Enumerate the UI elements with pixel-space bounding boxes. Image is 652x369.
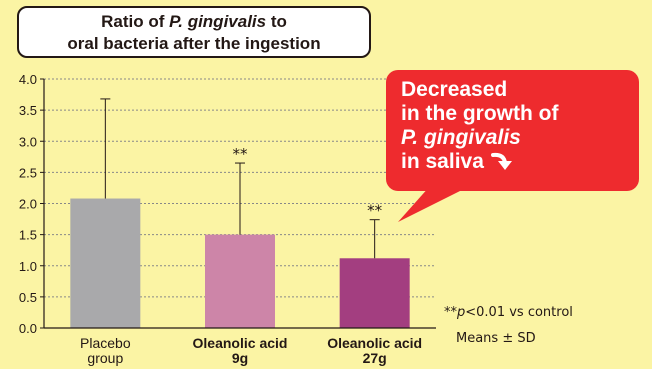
bar <box>339 258 410 328</box>
significance-note: **p<0.01 vs control <box>444 305 573 320</box>
bar <box>205 234 275 328</box>
significance-mark: ** <box>367 202 383 220</box>
callout-box: Decreased in the growth of P. gingivalis… <box>386 70 639 191</box>
x-category-line: Oleanolic acid <box>192 335 288 351</box>
title-line1-prefix: Ratio of <box>101 12 170 31</box>
means-sd-note: Means ± SD <box>456 331 536 346</box>
callout-line4-text: in saliva <box>401 150 484 173</box>
x-category-line: 9g <box>231 350 249 366</box>
callout-line3: P. gingivalis <box>401 126 521 149</box>
bar <box>70 198 141 328</box>
x-category-line: 27g <box>362 350 387 366</box>
title-line1-italic: P. gingivalis <box>169 12 267 31</box>
y-tick-label: 2.0 <box>19 197 37 212</box>
chart-title: Ratio of P. gingivalis to oral bacteria … <box>17 6 371 58</box>
y-tick-label: 1.0 <box>19 259 37 274</box>
significance-prefix: ** <box>444 305 457 320</box>
callout-line4: in saliva <box>401 150 639 174</box>
y-tick-label: 4.0 <box>19 72 37 87</box>
y-tick-label: 2.5 <box>19 165 37 180</box>
significance-mark: ** <box>233 145 249 163</box>
significance-p: p <box>457 305 466 320</box>
x-category-line: Placebo <box>80 335 131 351</box>
callout-line2: in the growth of <box>401 102 559 125</box>
x-category-line: group <box>87 350 124 366</box>
y-tick-label: 0.0 <box>19 321 37 336</box>
significance-suffix: <0.01 vs control <box>465 305 573 320</box>
y-tick-label: 0.5 <box>19 290 37 305</box>
x-category-line: Oleanolic acid <box>327 335 423 351</box>
callout-line1: Decreased <box>401 78 508 101</box>
y-tick-label: 1.5 <box>19 228 37 243</box>
title-line2: oral bacteria after the ingestion <box>67 34 321 53</box>
title-line1-suffix: to <box>266 12 287 31</box>
curved-down-arrow-icon <box>490 152 512 170</box>
y-tick-label: 3.0 <box>19 134 37 149</box>
y-tick-label: 3.5 <box>19 103 37 118</box>
